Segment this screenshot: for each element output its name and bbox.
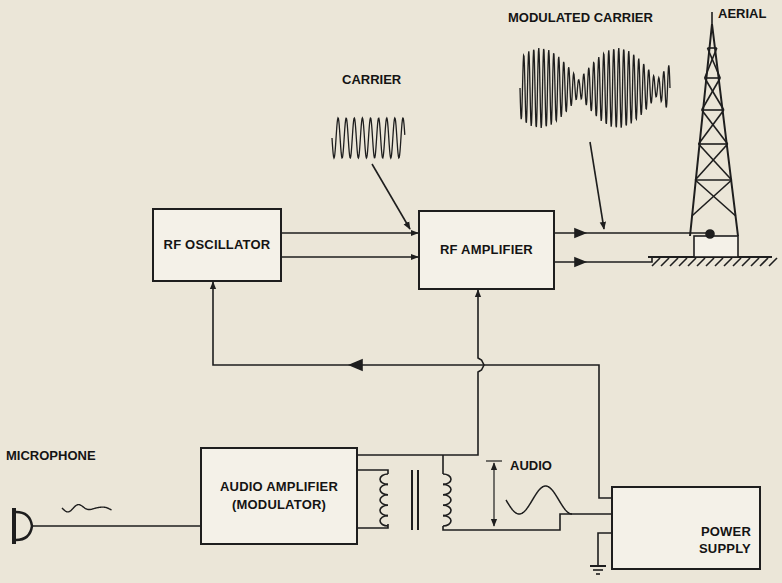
primary-lead (358, 470, 388, 474)
hatch-stroke (751, 258, 759, 266)
coil-turn (443, 516, 451, 526)
coil-turn (380, 505, 388, 515)
tower-leg (690, 24, 738, 236)
hatch-stroke (760, 258, 768, 266)
signal-label: MODULATED CARRIER (508, 10, 653, 26)
ground-symbol (590, 565, 606, 567)
arrowhead (575, 258, 585, 266)
amplitude-arrow (493, 463, 494, 526)
ground-symbol (596, 573, 600, 575)
ground-symbol (593, 569, 603, 571)
hatch-stroke (742, 258, 750, 266)
power-supply-box: POWER SUPPLY (611, 486, 761, 570)
coil-turn (380, 495, 388, 505)
carrier-waveform (332, 118, 405, 158)
tower-brace (705, 78, 724, 110)
coil-turn (380, 484, 388, 494)
coil-turn (443, 495, 451, 505)
tower-brace (699, 110, 724, 144)
microphone-wire (32, 525, 200, 527)
block-label: RF AMPLIFIER (440, 241, 533, 259)
signal-label: AUDIO (510, 458, 552, 474)
tower-brace (702, 78, 720, 110)
block-label: POWER SUPPLY (671, 523, 751, 558)
tower-brace (692, 180, 732, 216)
hatch-stroke (715, 258, 723, 266)
speech-waveform (62, 505, 112, 512)
arrowhead (575, 229, 585, 237)
signal-label: AERIAL (718, 6, 766, 22)
hatch-stroke (679, 258, 687, 266)
coil-turn (443, 505, 451, 515)
tower-brace (702, 109, 724, 111)
microphone-symbol (16, 512, 32, 540)
coil-turn (380, 516, 388, 526)
secondary-lead (442, 455, 444, 474)
signal-connector (282, 256, 418, 258)
hatch-stroke (670, 258, 678, 266)
tower-mast (711, 12, 713, 24)
hatch-stroke (733, 258, 741, 266)
tower-brace (705, 48, 717, 78)
signal-label: CARRIER (342, 72, 401, 88)
hatch-stroke (724, 258, 732, 266)
block-box: RF OSCILLATOR (152, 208, 282, 282)
tower-brace (702, 110, 728, 144)
pointer-line (590, 142, 604, 229)
tower-brace (708, 48, 721, 78)
coil-turn (380, 474, 388, 484)
hatch-stroke (697, 258, 705, 266)
secondary-lead (443, 514, 611, 530)
pointer-line (372, 164, 410, 229)
hatch-stroke (688, 258, 696, 266)
block-box: RF AMPLIFIER (418, 210, 555, 290)
signal-label: MICROPHONE (6, 448, 96, 464)
block-label: AUDIO AMPLIFIER (MODULATOR) (219, 478, 339, 513)
ground-wire (555, 257, 652, 262)
hatch-stroke (652, 258, 660, 266)
aerial-base (694, 236, 738, 257)
ground-wire (598, 533, 611, 566)
tower-brace (705, 77, 720, 79)
tower-brace (699, 144, 732, 180)
microphone-symbol (12, 508, 16, 544)
signal-connector (282, 232, 418, 234)
tower-brace (695, 179, 731, 181)
signal-connector (358, 290, 484, 455)
tower-brace (695, 144, 727, 180)
tower-brace (695, 180, 736, 216)
amplitude-tick (486, 460, 502, 461)
block-box: AUDIO AMPLIFIER (MODULATOR) (200, 447, 358, 545)
coil-turn (443, 484, 451, 494)
transformer-core (411, 470, 413, 530)
modulated-waveform (520, 48, 670, 128)
hatch-stroke (769, 258, 777, 266)
coil-turn (443, 474, 451, 484)
transformer-core (417, 470, 419, 530)
tower-brace (699, 143, 728, 145)
aerial-tower (690, 12, 738, 236)
tower-brace (708, 47, 717, 49)
transformer-symbol (380, 474, 451, 526)
hatch-stroke (661, 258, 669, 266)
hatch-stroke (706, 258, 714, 266)
ground-hatch (652, 258, 777, 266)
block-label: RF OSCILLATOR (164, 236, 271, 254)
feed-point (706, 230, 714, 238)
audio-waveform (506, 486, 572, 514)
